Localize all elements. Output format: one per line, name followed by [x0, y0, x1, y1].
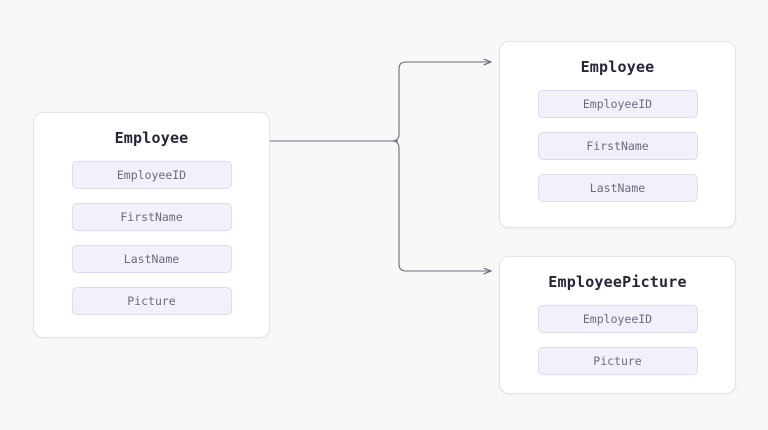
field-picture[interactable]: Picture: [537, 347, 698, 375]
field-list: EmployeeID FirstName LastName Picture: [34, 161, 269, 315]
field-employeeid[interactable]: EmployeeID: [71, 161, 232, 189]
entity-title: Employee: [580, 58, 655, 76]
field-employeeid[interactable]: EmployeeID: [537, 305, 698, 333]
field-lastname[interactable]: LastName: [537, 174, 698, 202]
entity-employee-source[interactable]: Employee EmployeeID FirstName LastName P…: [33, 112, 270, 338]
field-firstname[interactable]: FirstName: [71, 203, 232, 231]
entity-employeepicture[interactable]: EmployeePicture EmployeeID Picture: [499, 256, 736, 394]
field-employeeid[interactable]: EmployeeID: [537, 90, 698, 118]
field-picture[interactable]: Picture: [71, 287, 232, 315]
entity-employee[interactable]: Employee EmployeeID FirstName LastName: [499, 41, 736, 228]
edge-to-employee: [391, 62, 491, 142]
entity-title: Employee: [114, 129, 189, 147]
field-lastname[interactable]: LastName: [71, 245, 232, 273]
edge-to-employeepicture: [391, 140, 491, 271]
entity-title: EmployeePicture: [548, 273, 687, 291]
field-list: EmployeeID Picture: [500, 305, 735, 375]
field-list: EmployeeID FirstName LastName: [500, 90, 735, 202]
field-firstname[interactable]: FirstName: [537, 132, 698, 160]
